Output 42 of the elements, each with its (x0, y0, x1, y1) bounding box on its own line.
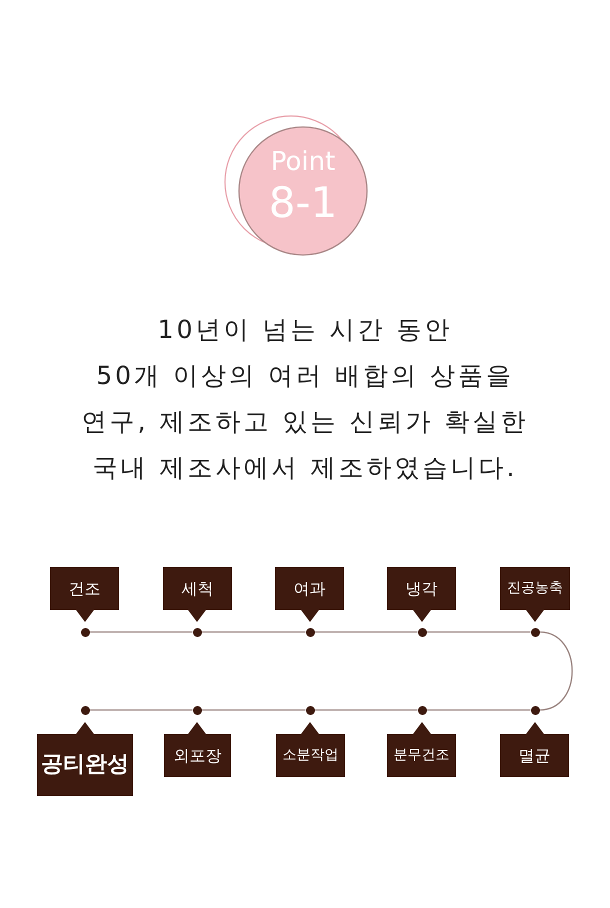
step-label: 세척 (180, 578, 214, 600)
step-callout (50, 567, 119, 622)
step-label: 냉각 (404, 578, 438, 600)
timeline-line (314, 631, 418, 633)
step-callout (275, 567, 344, 622)
step-label: 분무건조 (392, 746, 450, 765)
step-callout (500, 722, 569, 777)
timeline-dot (192, 706, 202, 714)
timeline-dot (306, 706, 314, 714)
step-label: 공티완성 (40, 751, 130, 779)
timeline-line (314, 709, 418, 711)
step-callout (387, 567, 456, 622)
step-callout (276, 722, 345, 777)
step-label: 진공농축 (506, 579, 564, 598)
badge-number: 8-1 (268, 180, 338, 226)
timeline-dot (418, 628, 426, 636)
step-callout (500, 567, 570, 622)
timeline-line (426, 631, 530, 633)
badge-heading: Point (270, 148, 336, 177)
timeline-line (539, 631, 573, 711)
description-text: 10년이 넘는 시간 동안 50개 이상의 여러 배합의 상품을 연구, 제조하고 있는 신뢰가 확실한 국내 제조사에서 제조하였습니다. (80, 314, 530, 484)
timeline-dot (530, 628, 540, 636)
step-callout (37, 722, 133, 796)
timeline-dot (306, 628, 314, 636)
step-callout (387, 722, 456, 777)
timeline-dot (418, 706, 426, 714)
step-label: 소분작업 (282, 746, 340, 765)
step-label: 멸균 (518, 745, 552, 767)
timeline-dot (80, 628, 90, 636)
timeline-line (90, 631, 192, 633)
timeline-line (90, 709, 192, 711)
timeline-dot (80, 706, 90, 714)
step-label: 외포장 (172, 745, 222, 767)
timeline-dot (530, 706, 540, 714)
timeline-dot (192, 628, 202, 636)
step-label: 여과 (292, 578, 326, 600)
step-callout (163, 567, 232, 622)
step-callout (164, 722, 231, 777)
step-label: 건조 (68, 578, 102, 600)
timeline-line (426, 709, 530, 711)
timeline-line (202, 709, 306, 711)
timeline-line (202, 631, 306, 633)
